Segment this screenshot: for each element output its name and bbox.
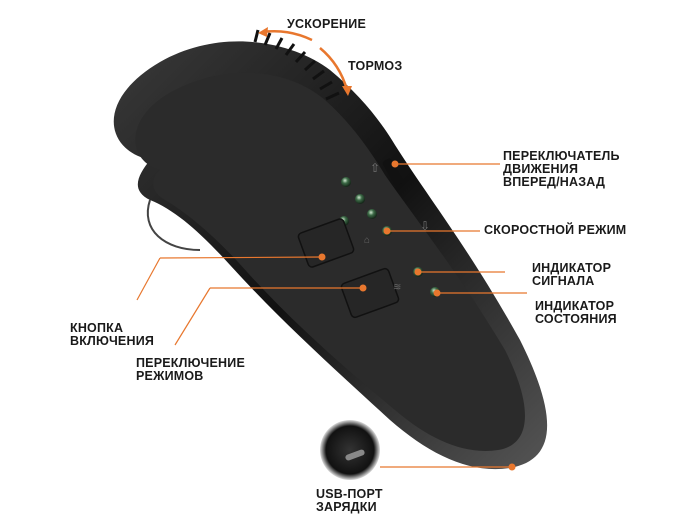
label-speed-mode: СКОРОСТНОЙ РЕЖИМ <box>484 223 627 237</box>
label-signal-indicator: ИНДИКАТОР СИГНАЛА <box>532 261 612 288</box>
throttle-wheel <box>253 29 340 101</box>
arrow-down-icon: ⇩ <box>420 219 430 233</box>
arrow-up-icon: ⇧ <box>370 161 380 175</box>
label-status-indicator: ИНДИКАТОР СОСТОЯНИЯ <box>535 299 617 326</box>
brake-arrow-icon <box>319 47 349 91</box>
direction-switch <box>382 158 404 186</box>
label-acceleration: УСКОРЕНИЕ <box>287 17 366 31</box>
label-usb-port: USB-ПОРТ ЗАРЯДКИ <box>316 487 383 514</box>
label-brake: ТОРМОЗ <box>348 59 403 73</box>
usb-port-icon <box>345 449 365 461</box>
usb-port-inset <box>320 420 380 480</box>
label-direction-switch: ПЕРЕКЛЮЧАТЕЛЬ ДВИЖЕНИЯ ВПЕРЕД/НАЗАД <box>503 149 620 189</box>
remote-face <box>135 72 525 451</box>
mode-button <box>340 267 400 319</box>
power-button <box>297 218 355 268</box>
label-mode-switch: ПЕРЕКЛЮЧЕНИЕ РЕЖИМОВ <box>136 356 245 383</box>
label-power-button: КНОПКА ВКЛЮЧЕНИЯ <box>70 321 155 348</box>
wifi-icon: ≋ <box>393 282 401 293</box>
speed-icon: ⌂ <box>364 235 370 246</box>
